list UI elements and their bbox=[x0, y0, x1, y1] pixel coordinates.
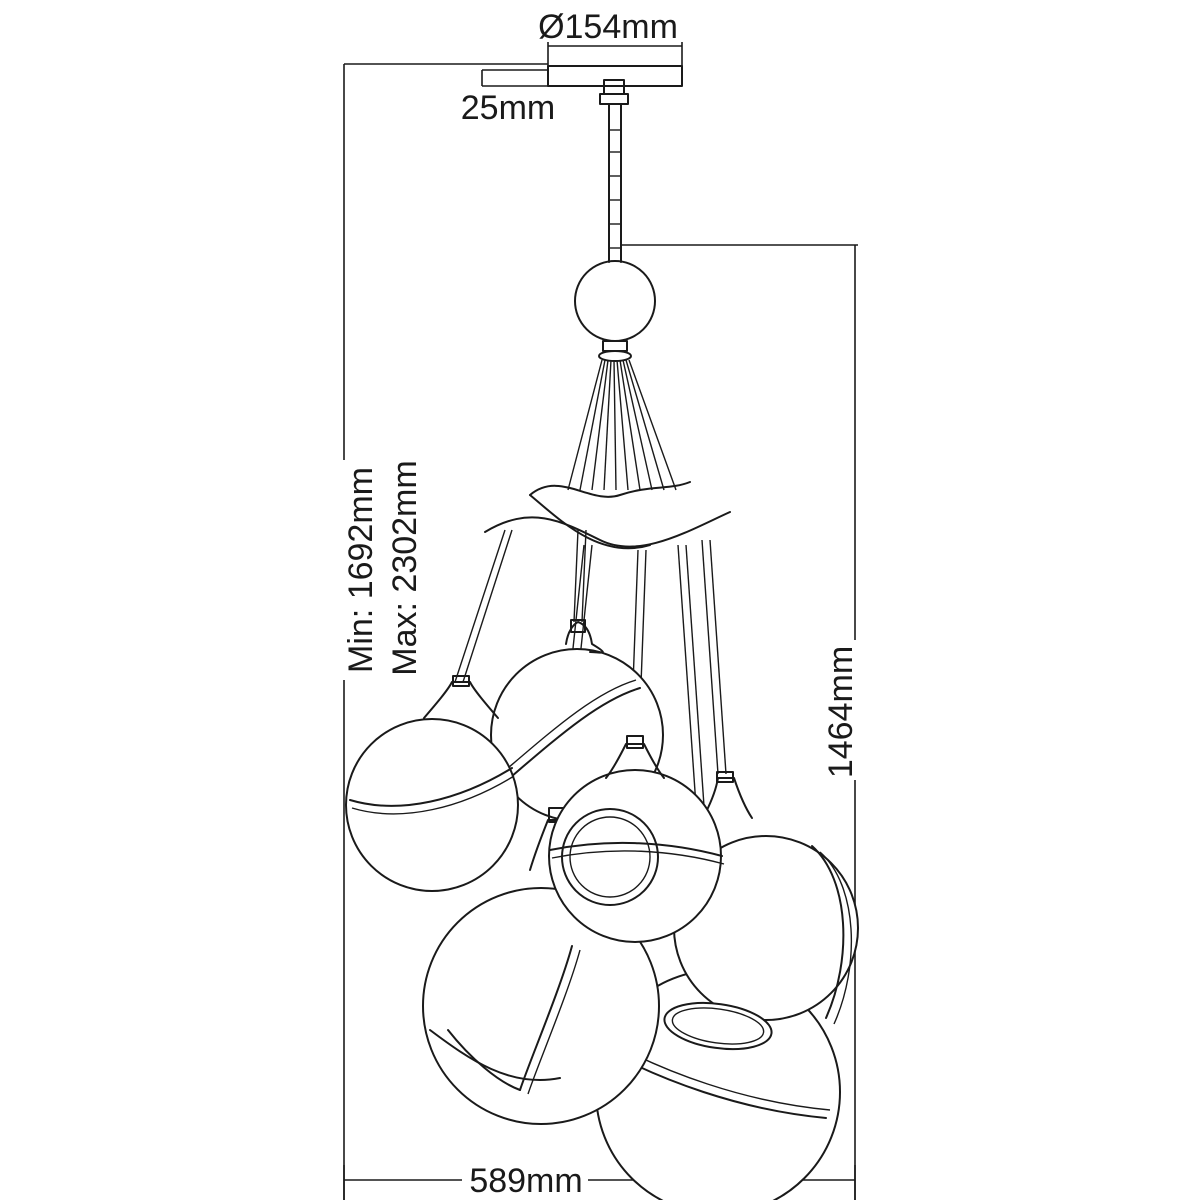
hub-ball bbox=[574, 260, 656, 362]
cluster-height-label: 1464mm bbox=[822, 646, 860, 778]
canopy-diameter-label: Ø154mm bbox=[538, 8, 678, 46]
globe-shade-left bbox=[345, 675, 519, 892]
globe-shade-bottom-left bbox=[422, 807, 660, 1125]
suspension-rod bbox=[608, 103, 622, 263]
globe-shade-front-center bbox=[548, 735, 725, 943]
canopy bbox=[547, 65, 683, 105]
dimension-labels: Ø154mm 25mm Min: 1692mm Max: 2302mm 1464… bbox=[340, 4, 860, 1200]
min-height-label: Min: 1692mm bbox=[342, 467, 380, 673]
canopy-height-label: 25mm bbox=[461, 89, 555, 127]
globe-shade-right bbox=[663, 771, 859, 1051]
cable-break-symbol bbox=[484, 481, 731, 550]
width-label: 589mm bbox=[469, 1162, 582, 1200]
cables-lower bbox=[454, 529, 727, 809]
cables-upper bbox=[567, 359, 677, 491]
max-height-label: Max: 2302mm bbox=[386, 460, 424, 675]
